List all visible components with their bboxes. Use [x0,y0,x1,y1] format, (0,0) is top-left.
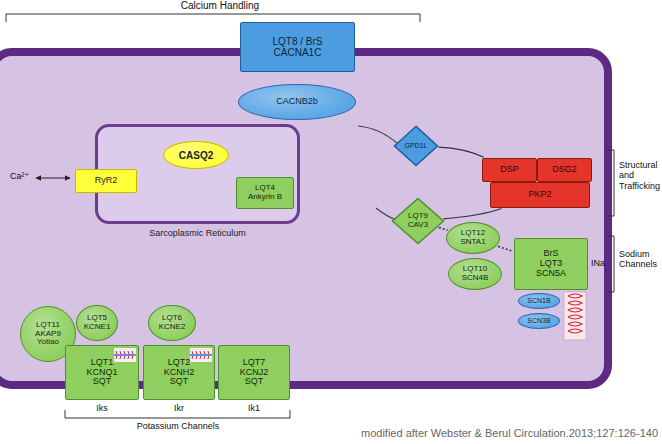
channel-box: BrSLQT3SCN5A [514,238,588,290]
diamond-shape [394,126,437,165]
bracket [606,150,614,216]
channel-box: LQT2KCNH2SQT [143,345,215,400]
desmosome-box: PKP2 [490,182,590,208]
node-text: Ankyrin B [248,193,282,202]
channel-helix-icon [564,292,586,340]
node-text: SNTA1 [460,238,485,247]
membrane-band [190,354,212,356]
node-text: CACNA1C [274,47,322,58]
node-text: GPD1L [405,142,428,150]
node-text: LQT2 [168,358,191,368]
node-text: LQT8 / BrS [272,36,322,47]
group-label: INa [591,258,611,268]
bracket [606,236,614,292]
node-text: DSP [500,165,519,175]
subunit-ellipse: LQT10SCN4B [448,258,502,290]
group-label: Potassium Channels [112,421,244,431]
helix [568,294,582,333]
curve [358,126,398,144]
protein-ellipse: CASQ2 [163,141,229,169]
node-text: LQT1 [91,358,114,368]
node-text: Yotiao [37,338,59,347]
node-text: SCN3B [527,317,550,325]
node-text: SCN1B [527,297,550,305]
icon-ground [564,292,586,340]
node-text: SQT [170,377,189,387]
subunit-ellipse: LQT6KCNE2 [148,305,196,341]
node-text: LQT11 [36,321,60,330]
node-text: SQT [93,377,112,387]
node-text: LQT9 [408,212,428,221]
group-label: Ikr [167,403,191,413]
group-label: Sodium Channels [619,249,662,270]
icon-ground [190,348,212,362]
icon-ground [114,348,136,362]
node-text: LQT4 [255,184,275,193]
protein-diamond: LQT9CAV3 [392,198,444,244]
membrane-band [114,354,136,356]
node-text: DSG2 [552,165,577,175]
subunit-ellipse: LQT5KCNE1 [76,305,118,341]
subunit-ellipse: CACNB2b [238,84,356,120]
caption: modified after Webster & Berul Circulati… [361,427,658,440]
node-text: RyR2 [95,176,118,186]
node-text: LQT3 [540,259,563,269]
node-text: LQT10 [463,265,487,274]
node-text: SQT [245,377,264,387]
group-label: Ik1 [242,403,266,413]
bracket [6,14,420,22]
protein-box: LQT4Ankyrin B [236,177,294,209]
node-text: BrS [543,249,558,259]
node-text: Sarcoplasmic Reticulum [149,229,246,239]
node-text: LQT5 [87,314,107,323]
group-label: Structural and Trafficking [619,160,662,191]
node-text: AKAP9 [35,330,61,339]
channel-box: LQT8 / BrSCACNA1C [240,22,355,72]
node-text: LQT7 [243,358,266,368]
channel-icon [114,348,136,362]
node-text: KCNJ2 [240,368,269,378]
node-text: CACNB2b [276,97,318,107]
group-label: Calcium Handling [150,0,290,12]
node-text: CASQ2 [179,150,213,161]
protein-ellipse: LQT12SNTA1 [446,222,500,254]
node-text: KCNH2 [164,368,195,378]
connector [443,209,501,219]
desmosome-box: DSP [482,158,537,182]
connector [439,227,448,230]
node-text: LQT12 [461,229,485,238]
connector [438,147,483,157]
channel-box: RyR2 [75,169,137,193]
channel-box: LQT7KCNJ2SQT [218,345,290,400]
node-text: SCN4B [462,274,489,283]
node-text: CAV3 [408,221,428,230]
channel-box: LQT1KCNQ1SQT [65,345,139,400]
organelle: Sarcoplasmic ReticulumRyR2CASQ2LQT4Ankyr… [95,124,300,224]
subunit-ellipse: SCN3B [518,313,560,329]
group-label: Ca²⁺ [10,171,36,181]
node-text: PKP2 [528,190,551,200]
protein-diamond: GPD1L [394,126,438,166]
group-label: Iks [90,403,114,413]
ca-flux-arrow [36,178,70,179]
node-text: KCNQ1 [86,368,117,378]
node-text: KCNE1 [84,323,111,332]
channel-icon [190,348,212,362]
curve [376,208,396,220]
node-text: KCNE2 [159,323,186,332]
desmosome-box: DSG2 [537,158,592,182]
node-text: LQT6 [162,314,182,323]
subunit-ellipse: SCN1B [518,293,560,309]
cell-membrane [0,52,608,385]
node-text: SCN5A [536,269,566,279]
diamond-shape [393,198,444,243]
connector [498,246,513,251]
